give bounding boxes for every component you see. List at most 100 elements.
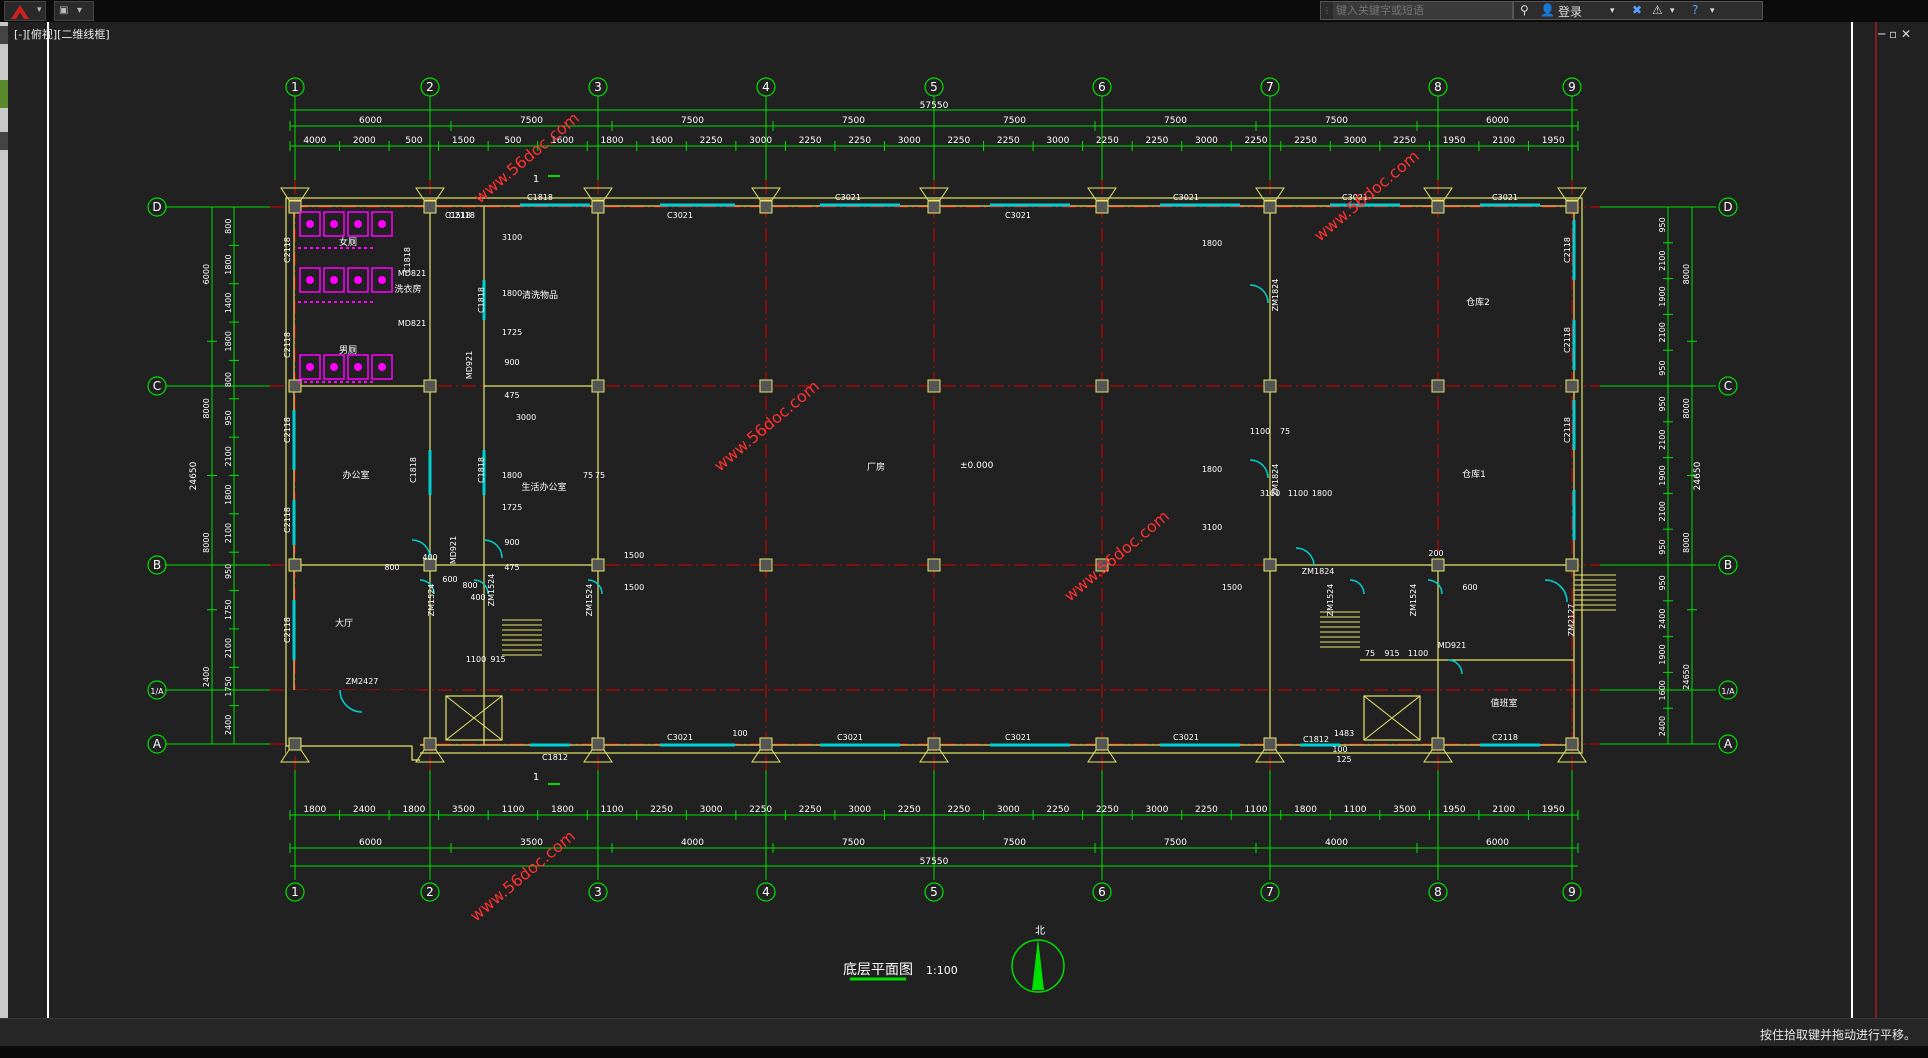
axis-bubble — [1092, 882, 1112, 902]
palette-tab[interactable] — [0, 26, 8, 44]
toilet-stall — [347, 354, 369, 380]
outer-wall-outline — [285, 197, 1583, 754]
chevron-down-icon[interactable]: ▾ — [1670, 6, 1675, 16]
axis-letter: A — [1724, 737, 1733, 751]
dimension-text: 3000 — [1344, 136, 1367, 146]
dimension-text: 8000 — [202, 398, 211, 418]
dimension-text: 1950 — [1443, 136, 1466, 146]
dimension-text: 3000 — [700, 805, 723, 815]
axis-bubble — [147, 197, 167, 217]
dimension-text: 600 — [442, 575, 457, 584]
quick-access-toolbar[interactable]: ▣ ▾ — [54, 1, 94, 21]
dimension-text: 1800 — [1202, 465, 1222, 474]
axis-bubble — [1260, 882, 1280, 902]
dimension-text: 2400 — [202, 667, 211, 687]
dimension-text: 3000 — [1145, 805, 1168, 815]
dimension-text: 1600 — [650, 136, 673, 146]
column-footing — [415, 187, 445, 201]
dimension-text: 2250 — [799, 805, 822, 815]
window-label: C1812 — [1303, 735, 1329, 744]
column — [288, 737, 302, 751]
column-footing — [415, 749, 445, 763]
axis-bubble — [147, 555, 167, 575]
palette-tab[interactable] — [0, 132, 8, 150]
column — [1095, 737, 1109, 751]
application-menu-button[interactable]: ▾ — [4, 1, 46, 21]
window-label: C1818 — [409, 457, 418, 483]
walls — [280, 187, 1616, 763]
dimension-text: 475 — [504, 563, 519, 572]
column — [1263, 379, 1277, 393]
dimension-text: 1600 — [551, 136, 574, 146]
login-link[interactable]: 登录 — [1558, 5, 1583, 19]
dimension-text: 400 — [422, 553, 437, 562]
column — [288, 558, 302, 572]
dimension-text: 3500 — [520, 838, 543, 848]
column — [1095, 558, 1109, 572]
column — [1431, 558, 1445, 572]
axis-bubble — [1260, 77, 1280, 97]
dimension-text: 1800 — [502, 289, 522, 298]
dimension-text: 100 — [1332, 745, 1347, 754]
dimension-text: 1100 — [1408, 649, 1428, 658]
dimension-text: 1900 — [1658, 644, 1667, 664]
window-label: C2118 — [1492, 733, 1518, 742]
axis-bubble — [756, 882, 776, 902]
dimension-text: 950 — [1658, 360, 1667, 375]
binoculars-icon[interactable]: ⚲ — [1520, 3, 1529, 17]
dimension-text: 2100 — [224, 638, 233, 658]
axis-number: 3 — [594, 885, 602, 899]
dimension-text: 2100 — [1658, 251, 1667, 271]
axis-number: 4 — [762, 885, 770, 899]
viewport-controls[interactable]: [-][俯视][二维线框] — [14, 28, 110, 41]
dimension-text: 500 — [405, 136, 422, 146]
door-label: MD921 — [1438, 641, 1466, 650]
door-swing — [1544, 579, 1568, 603]
column-footing — [1557, 749, 1587, 763]
search-box[interactable]: ⋮ — [1320, 1, 1513, 20]
dimension-text: 3100 — [502, 233, 522, 242]
chevron-down-icon: ▾ — [37, 5, 42, 15]
room-label: 办公室 — [342, 469, 369, 481]
column — [927, 379, 941, 393]
dimension-text: 6000 — [359, 838, 382, 848]
toilet-fixture — [306, 276, 314, 284]
user-icon[interactable]: 👤 — [1540, 3, 1555, 17]
dimension-text: 7500 — [1164, 116, 1187, 126]
toilet-stall — [299, 354, 321, 380]
door-label: MD921 — [449, 536, 458, 564]
axis-number: 9 — [1568, 885, 1576, 899]
room-label: 洗衣房 — [394, 283, 421, 295]
axis-bubble — [1428, 77, 1448, 97]
window-label: C2118 — [283, 617, 292, 643]
dimension-text: 1483 — [1334, 729, 1354, 738]
toilet-stall — [323, 267, 345, 293]
column-footing — [919, 749, 949, 763]
dimension-text: 75 — [595, 471, 605, 480]
toilet-fixture — [354, 276, 362, 284]
dimension-text: 950 — [1658, 575, 1667, 590]
window-controls[interactable]: ─ ▫ ✕ — [1878, 27, 1912, 41]
chevron-down-icon[interactable]: ▾ — [1710, 6, 1715, 16]
axis-number: 6 — [1098, 885, 1106, 899]
axis-number: 6 — [1098, 80, 1106, 94]
toilet-stall — [299, 267, 321, 293]
window-label: C3021 — [1492, 193, 1518, 202]
search-input[interactable] — [1336, 3, 1506, 18]
help-icon[interactable]: ? — [1692, 3, 1699, 17]
palette-tab[interactable] — [0, 80, 8, 108]
dimension-text: 1100 — [501, 805, 524, 815]
door-label: ZM1824 — [1302, 567, 1335, 576]
save-icon[interactable]: ▣ — [59, 5, 69, 16]
chevron-down-icon[interactable]: ▾ — [77, 5, 83, 16]
window-label: C1818 — [477, 287, 486, 313]
axis-number: 5 — [930, 80, 938, 94]
exchange-icon[interactable]: ✖ — [1632, 3, 1643, 17]
chevron-down-icon[interactable]: ▾ — [1610, 6, 1615, 16]
toilet-fixture — [378, 363, 386, 371]
dimension-text: 2250 — [799, 136, 822, 146]
autodesk-app-icon[interactable]: ⚠ — [1652, 3, 1663, 17]
